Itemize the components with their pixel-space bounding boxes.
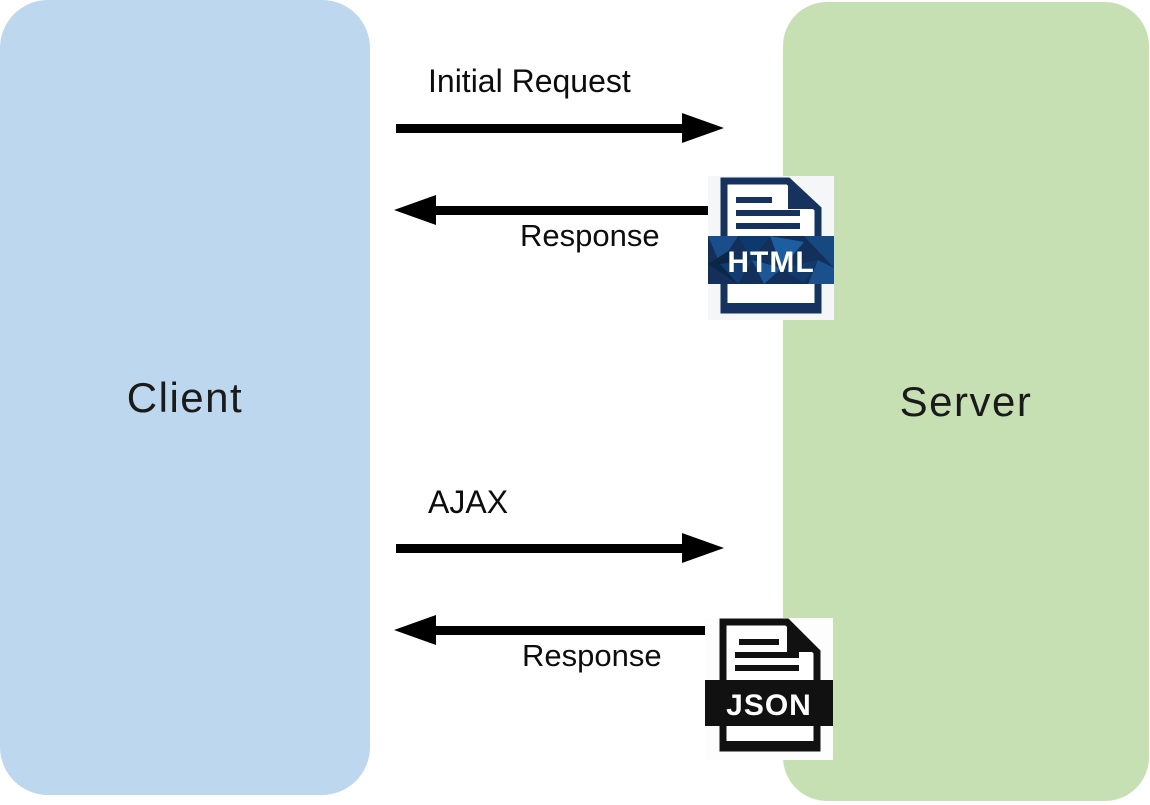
arrow-shaft bbox=[434, 206, 712, 215]
text-line bbox=[736, 197, 772, 203]
ajax-label: AJAX bbox=[428, 484, 509, 520]
text-line bbox=[736, 223, 800, 229]
initial-request-label: Initial Request bbox=[428, 63, 631, 99]
html-banner-label: HTML bbox=[727, 246, 814, 279]
server-label: Server bbox=[899, 377, 1033, 425]
banner-mosaic bbox=[708, 236, 834, 284]
text-line bbox=[735, 652, 799, 658]
text-line bbox=[736, 210, 800, 216]
arrow-shaft bbox=[396, 544, 684, 553]
arrow-head-right-icon bbox=[682, 533, 724, 563]
arrow-shaft bbox=[396, 124, 684, 133]
html-file-icon: HTML bbox=[708, 176, 834, 320]
page-fold bbox=[788, 181, 818, 209]
json-banner-label: JSON bbox=[726, 689, 812, 722]
client-panel: Client bbox=[0, 0, 370, 795]
banner bbox=[705, 680, 833, 726]
response-html-label: Response bbox=[520, 218, 660, 253]
arrow-head-left-icon bbox=[394, 195, 436, 225]
json-file-icon: JSON bbox=[705, 618, 833, 760]
text-line bbox=[739, 639, 779, 645]
page-fold bbox=[787, 622, 817, 652]
page-bottom-edge bbox=[723, 741, 817, 748]
arrow-head-right-icon bbox=[682, 113, 724, 143]
response-json-label: Response bbox=[522, 638, 662, 673]
text-line bbox=[735, 665, 799, 671]
arrow-shaft bbox=[434, 626, 712, 635]
server-panel: Server bbox=[783, 2, 1149, 801]
page-bottom-edge bbox=[724, 303, 818, 310]
arrow-head-left-icon bbox=[394, 615, 436, 645]
client-label: Client bbox=[126, 373, 244, 421]
